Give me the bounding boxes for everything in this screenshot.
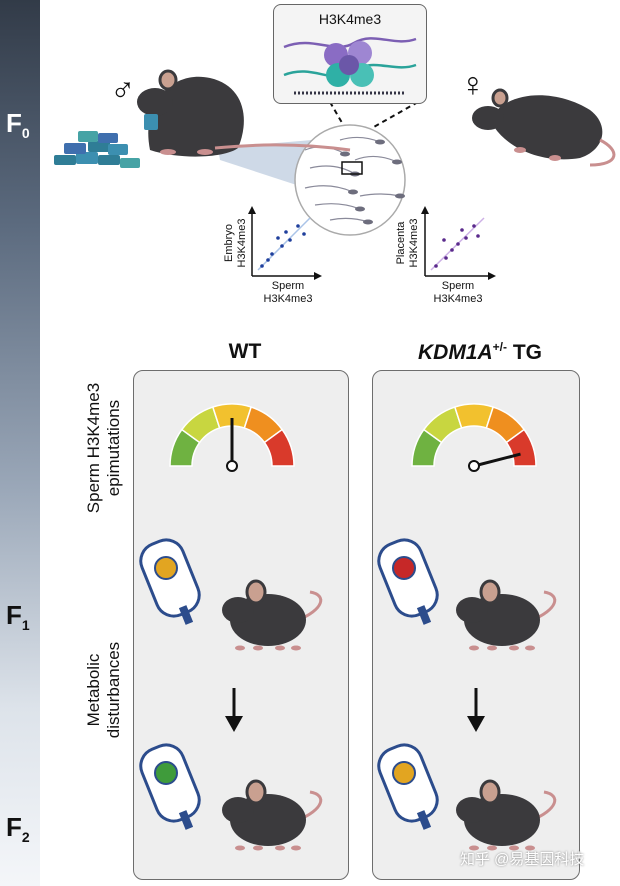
column-title-tg: KDM1A+/- TG [417, 340, 542, 364]
f0-illustration [54, 69, 616, 280]
h3k4me3-inset: H3K4me3 [273, 4, 427, 104]
mouse-foot [291, 645, 301, 651]
mouse-ear [479, 779, 501, 805]
gauge-hub [226, 460, 238, 472]
glucometer-display [392, 556, 416, 580]
mouse-head [222, 597, 254, 623]
watermark: 知乎 @易基因科技 [460, 851, 585, 868]
mouse-foot [235, 845, 245, 851]
mouse-foot [291, 845, 301, 851]
gauge-tg [411, 403, 537, 472]
male-mouse [137, 69, 351, 157]
generation-label-f2: F2 [6, 812, 30, 846]
mouse-wt-f2 [222, 779, 323, 851]
mouse-ear [245, 579, 267, 605]
glucometer-tg-f2 [377, 743, 439, 830]
glucometer-display [392, 761, 416, 785]
mouse-head [222, 797, 254, 823]
glucometer-display [154, 761, 178, 785]
mouse-wt-f1 [222, 579, 323, 651]
sperm-circle [294, 124, 406, 236]
glucometer-wt-f2 [139, 743, 201, 830]
mouse-foot [253, 845, 263, 851]
mouse-foot [509, 845, 519, 851]
gauge-needle [473, 452, 521, 468]
glucometer-display [154, 556, 178, 580]
mouse-foot [275, 845, 285, 851]
generation-label-f1: F1 [6, 600, 30, 634]
mouse-head [456, 597, 488, 623]
mouse-foot [469, 645, 479, 651]
nucleosome-icon [283, 37, 417, 95]
correlation-plot-embryo [248, 206, 322, 280]
zoom-box [341, 161, 363, 175]
mouse-foot [469, 845, 479, 851]
zoom-beam [218, 140, 318, 192]
mouse-ear [479, 579, 501, 605]
gauge-wt [169, 403, 295, 472]
mouse-foot [487, 845, 497, 851]
glucometer-strip [178, 605, 194, 625]
gauge-segment [263, 428, 295, 467]
mouse-tg-f2 [456, 779, 557, 851]
arrow-wt-f1-f2 [225, 688, 243, 732]
glucometer-strip [416, 810, 432, 830]
generation-gradient-bar [0, 0, 40, 886]
mouse-foot [275, 645, 285, 651]
mouse-foot [487, 645, 497, 651]
glucometer-tg-f1 [377, 538, 439, 625]
glucometer-strip [416, 605, 432, 625]
mouse-tg-f1 [456, 579, 557, 651]
glucometer-strip [178, 810, 194, 830]
female-mouse [472, 88, 616, 167]
inset-title: H3K4me3 [318, 11, 382, 27]
gauge-hub [468, 460, 480, 472]
correlation-plot-placenta [421, 206, 496, 280]
generation-label-f0: F0 [6, 108, 30, 142]
glucometer-wt-f1 [139, 538, 201, 625]
arrow-tg-f1-f2 [467, 688, 485, 732]
mouse-foot [235, 645, 245, 651]
mouse-foot [509, 645, 519, 651]
diet-pills [54, 131, 140, 168]
mouse-ear [245, 779, 267, 805]
male-symbol: ♂ [110, 70, 136, 108]
column-title-wt: WT [228, 340, 262, 363]
female-symbol: ♀ [460, 66, 486, 104]
mouse-foot [525, 845, 535, 851]
mouse-foot [253, 645, 263, 651]
mouse-foot [525, 645, 535, 651]
mouse-head [456, 797, 488, 823]
